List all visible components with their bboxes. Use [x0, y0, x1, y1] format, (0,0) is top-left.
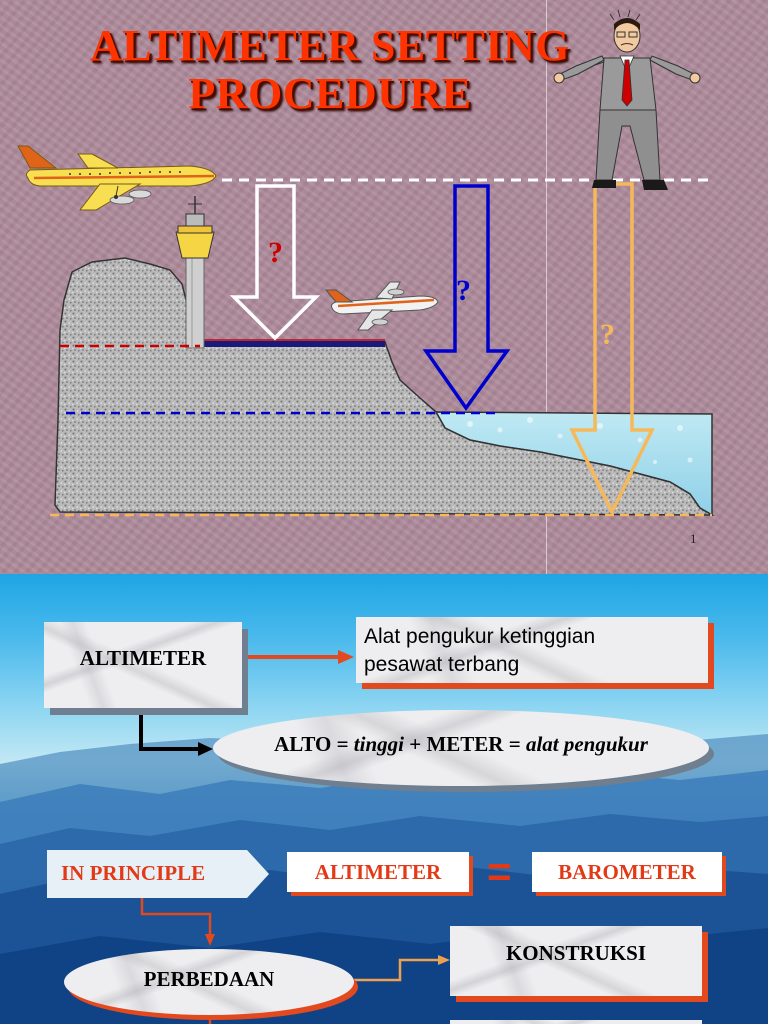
in-principle-box: IN PRINCIPLE: [47, 850, 247, 898]
definition-text: Alat pengukur ketinggian pesawat terbang: [364, 623, 708, 679]
altimeter-equation-box: ALTIMETER: [287, 852, 469, 892]
altimeter-label: ALTIMETER: [44, 646, 242, 671]
alto-part-2: tinggi: [354, 732, 404, 756]
equals-sign: =: [487, 852, 512, 892]
perbedaan-ellipse: PERBEDAAN: [64, 949, 354, 1015]
runway: [200, 340, 385, 347]
airliner-small-icon: [326, 282, 438, 330]
slide-altimeter-setting-procedure: ? ? ?: [0, 0, 768, 574]
airliner-large-icon: [18, 146, 216, 210]
altimeter-equation-label: ALTIMETER: [287, 860, 469, 885]
konstruksi-label: KONSTRUKSI: [450, 941, 702, 966]
slide-altimeter-definition: ALTIMETER Alat pengukur ketinggian pesaw…: [0, 574, 768, 1024]
slide-title-line-1: ALTIMETER SETTING: [40, 22, 620, 70]
next-difference-box: [450, 1020, 702, 1024]
arrow-to-konstruksi: [354, 960, 440, 980]
alto-part-3: + METER =: [404, 732, 526, 756]
question-mark-blue: ?: [456, 274, 471, 307]
perbedaan-label: PERBEDAAN: [64, 967, 354, 992]
question-mark-orange: ?: [600, 318, 615, 351]
arrow-to-alto-head: [198, 742, 213, 756]
arrow-to-konstruksi-head: [438, 955, 450, 965]
arrow-to-alto: [141, 708, 200, 749]
barometer-label: BAROMETER: [532, 860, 722, 885]
alto-etymology-text: ALTO = tinggi + METER = alat pengukur: [213, 732, 709, 757]
slide-number: 1: [690, 531, 697, 547]
altimeter-box: ALTIMETER: [44, 622, 242, 708]
alto-part-4: alat pengukur: [526, 732, 648, 756]
slide-title: ALTIMETER SETTING PROCEDURE: [40, 22, 620, 118]
in-principle-label: IN PRINCIPLE: [61, 861, 205, 886]
alto-etymology-ellipse: ALTO = tinggi + METER = alat pengukur: [213, 710, 709, 786]
arrow-to-definition-head: [338, 650, 354, 664]
barometer-box: BAROMETER: [532, 852, 722, 892]
definition-box: Alat pengukur ketinggian pesawat terbang: [356, 617, 708, 683]
question-mark-red: ?: [268, 236, 283, 269]
slide-title-line-2: PROCEDURE: [40, 70, 620, 118]
alto-part-1: ALTO =: [274, 732, 354, 756]
konstruksi-box: KONSTRUKSI: [450, 926, 702, 996]
definition-line-2: pesawat terbang: [364, 651, 708, 679]
definition-line-1: Alat pengukur ketinggian: [364, 623, 708, 651]
arrow-to-perbedaan: [142, 898, 210, 936]
arrow-to-perbedaan-head: [205, 934, 215, 946]
